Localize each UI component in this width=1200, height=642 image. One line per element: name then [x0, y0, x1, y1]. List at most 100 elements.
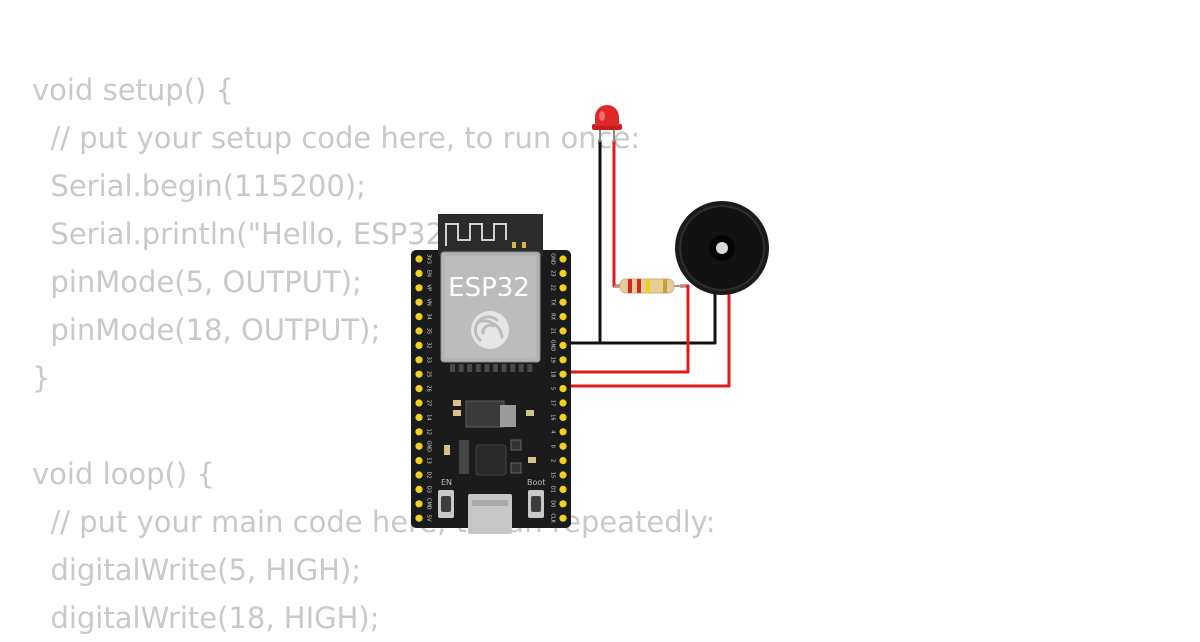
right-pin[interactable]	[559, 457, 567, 465]
code-line: pinMode(18, OUTPUT);	[32, 313, 381, 347]
right-pin-label: GND	[550, 253, 556, 265]
right-pin-label: TX	[550, 298, 556, 306]
usb-uart-chip	[475, 444, 507, 476]
code-line: pinMode(5, OUTPUT);	[32, 265, 362, 299]
left-pin-label: 14	[426, 414, 432, 420]
left-pin-label: 35	[426, 328, 432, 334]
right-pin[interactable]	[559, 399, 567, 407]
left-pin[interactable]	[415, 514, 423, 522]
module-pad	[475, 364, 481, 372]
left-pin-label: D3	[426, 486, 432, 493]
right-pin-label: 17	[550, 400, 556, 406]
right-pin-label: GND	[550, 340, 556, 352]
left-pin[interactable]	[415, 327, 423, 335]
module-pad	[510, 364, 516, 372]
module-pad	[458, 364, 464, 372]
right-pin-label: CLK	[550, 513, 556, 523]
module-pad	[527, 364, 533, 372]
left-pin-label: GND	[426, 440, 432, 452]
buzzer-to-gpio5-wire[interactable]	[565, 305, 731, 388]
right-pin[interactable]	[559, 284, 567, 292]
module-pad	[493, 364, 498, 372]
module-pad	[501, 364, 507, 372]
right-pin[interactable]	[559, 255, 567, 263]
buzzer[interactable]	[675, 201, 769, 306]
right-pin[interactable]	[559, 471, 567, 479]
left-pin-label: 32	[426, 342, 432, 348]
left-pin[interactable]	[415, 313, 423, 321]
en-button[interactable]	[438, 490, 454, 518]
left-pin[interactable]	[415, 399, 423, 407]
left-pin[interactable]	[415, 471, 423, 479]
code-line: Serial.println("Hello, ESP32!");	[32, 217, 491, 251]
right-pin-label: 16	[550, 414, 556, 420]
code-line: Serial.begin(115200);	[32, 169, 366, 203]
left-pin[interactable]	[415, 500, 423, 508]
micro-usb-port[interactable]	[468, 494, 512, 534]
left-pin[interactable]	[415, 413, 423, 421]
left-pin[interactable]	[415, 298, 423, 306]
module-pads	[450, 364, 533, 372]
right-pin[interactable]	[559, 298, 567, 306]
left-pin[interactable]	[415, 442, 423, 450]
resistor-to-gpio18-wire[interactable]	[565, 284, 690, 374]
right-pin-label: 23	[550, 270, 556, 276]
left-pin[interactable]	[415, 457, 423, 465]
right-pin[interactable]	[559, 514, 567, 522]
antenna-module	[438, 214, 543, 256]
left-pin-label: VN	[426, 299, 432, 306]
left-pin-label: 26	[426, 385, 432, 391]
right-pin-label: 0	[550, 445, 556, 448]
left-pin[interactable]	[415, 341, 423, 349]
code-line: // put your setup code here, to run once…	[32, 121, 641, 155]
resistor[interactable]	[614, 278, 686, 294]
esp32-board[interactable]: 3V3ENVPVN343532332526271412GND13D2D3CMD5…	[411, 214, 571, 534]
right-pin[interactable]	[559, 341, 567, 349]
left-pin-label: 25	[426, 371, 432, 377]
left-pin-label: 27	[426, 400, 432, 406]
right-pin[interactable]	[559, 370, 567, 378]
left-pin[interactable]	[415, 370, 423, 378]
right-pin[interactable]	[559, 428, 567, 436]
espressif-logo-icon	[471, 311, 509, 349]
right-pin[interactable]	[559, 413, 567, 421]
boot-button[interactable]	[528, 490, 544, 518]
antenna-trace	[445, 223, 507, 246]
right-pin-label: RX	[550, 313, 556, 320]
left-pin[interactable]	[415, 385, 423, 393]
left-pin-label: 13	[426, 457, 432, 463]
left-pin-label: D2	[426, 471, 432, 478]
board-label: ESP32	[448, 273, 530, 303]
left-pin[interactable]	[415, 255, 423, 263]
left-pin-header: 3V3ENVPVN343532332526271412GND13D2D3CMD5…	[415, 254, 432, 522]
right-pin-label: 15	[550, 472, 556, 478]
left-pin[interactable]	[415, 269, 423, 277]
module-pad	[467, 364, 473, 372]
code-editor-text: void setup() { // put your setup code he…	[32, 66, 716, 642]
right-pin[interactable]	[559, 500, 567, 508]
left-pin[interactable]	[415, 485, 423, 493]
right-pin-label: D0	[550, 500, 556, 507]
code-line: }	[32, 361, 51, 395]
right-pin[interactable]	[559, 356, 567, 364]
right-pin[interactable]	[559, 485, 567, 493]
left-pin-label: EN	[426, 270, 432, 277]
left-pin[interactable]	[415, 284, 423, 292]
code-line: void loop() {	[32, 457, 215, 491]
buzzer-gnd-wire[interactable]	[565, 305, 717, 345]
module-pad	[484, 364, 490, 372]
right-pin[interactable]	[559, 327, 567, 335]
right-pin-label: 18	[550, 371, 556, 377]
boot-button-label: Boot	[527, 478, 545, 487]
left-pin[interactable]	[415, 428, 423, 436]
left-pin[interactable]	[415, 356, 423, 364]
right-pin[interactable]	[559, 385, 567, 393]
right-pin[interactable]	[559, 269, 567, 277]
right-pin[interactable]	[559, 313, 567, 321]
red-led[interactable]	[592, 105, 622, 142]
left-pin-label: 3V3	[426, 254, 432, 264]
led-anode-wire[interactable]	[612, 140, 620, 288]
code-line: digitalWrite(5, HIGH);	[32, 553, 362, 587]
code-line: void setup() {	[32, 73, 234, 107]
right-pin[interactable]	[559, 442, 567, 450]
